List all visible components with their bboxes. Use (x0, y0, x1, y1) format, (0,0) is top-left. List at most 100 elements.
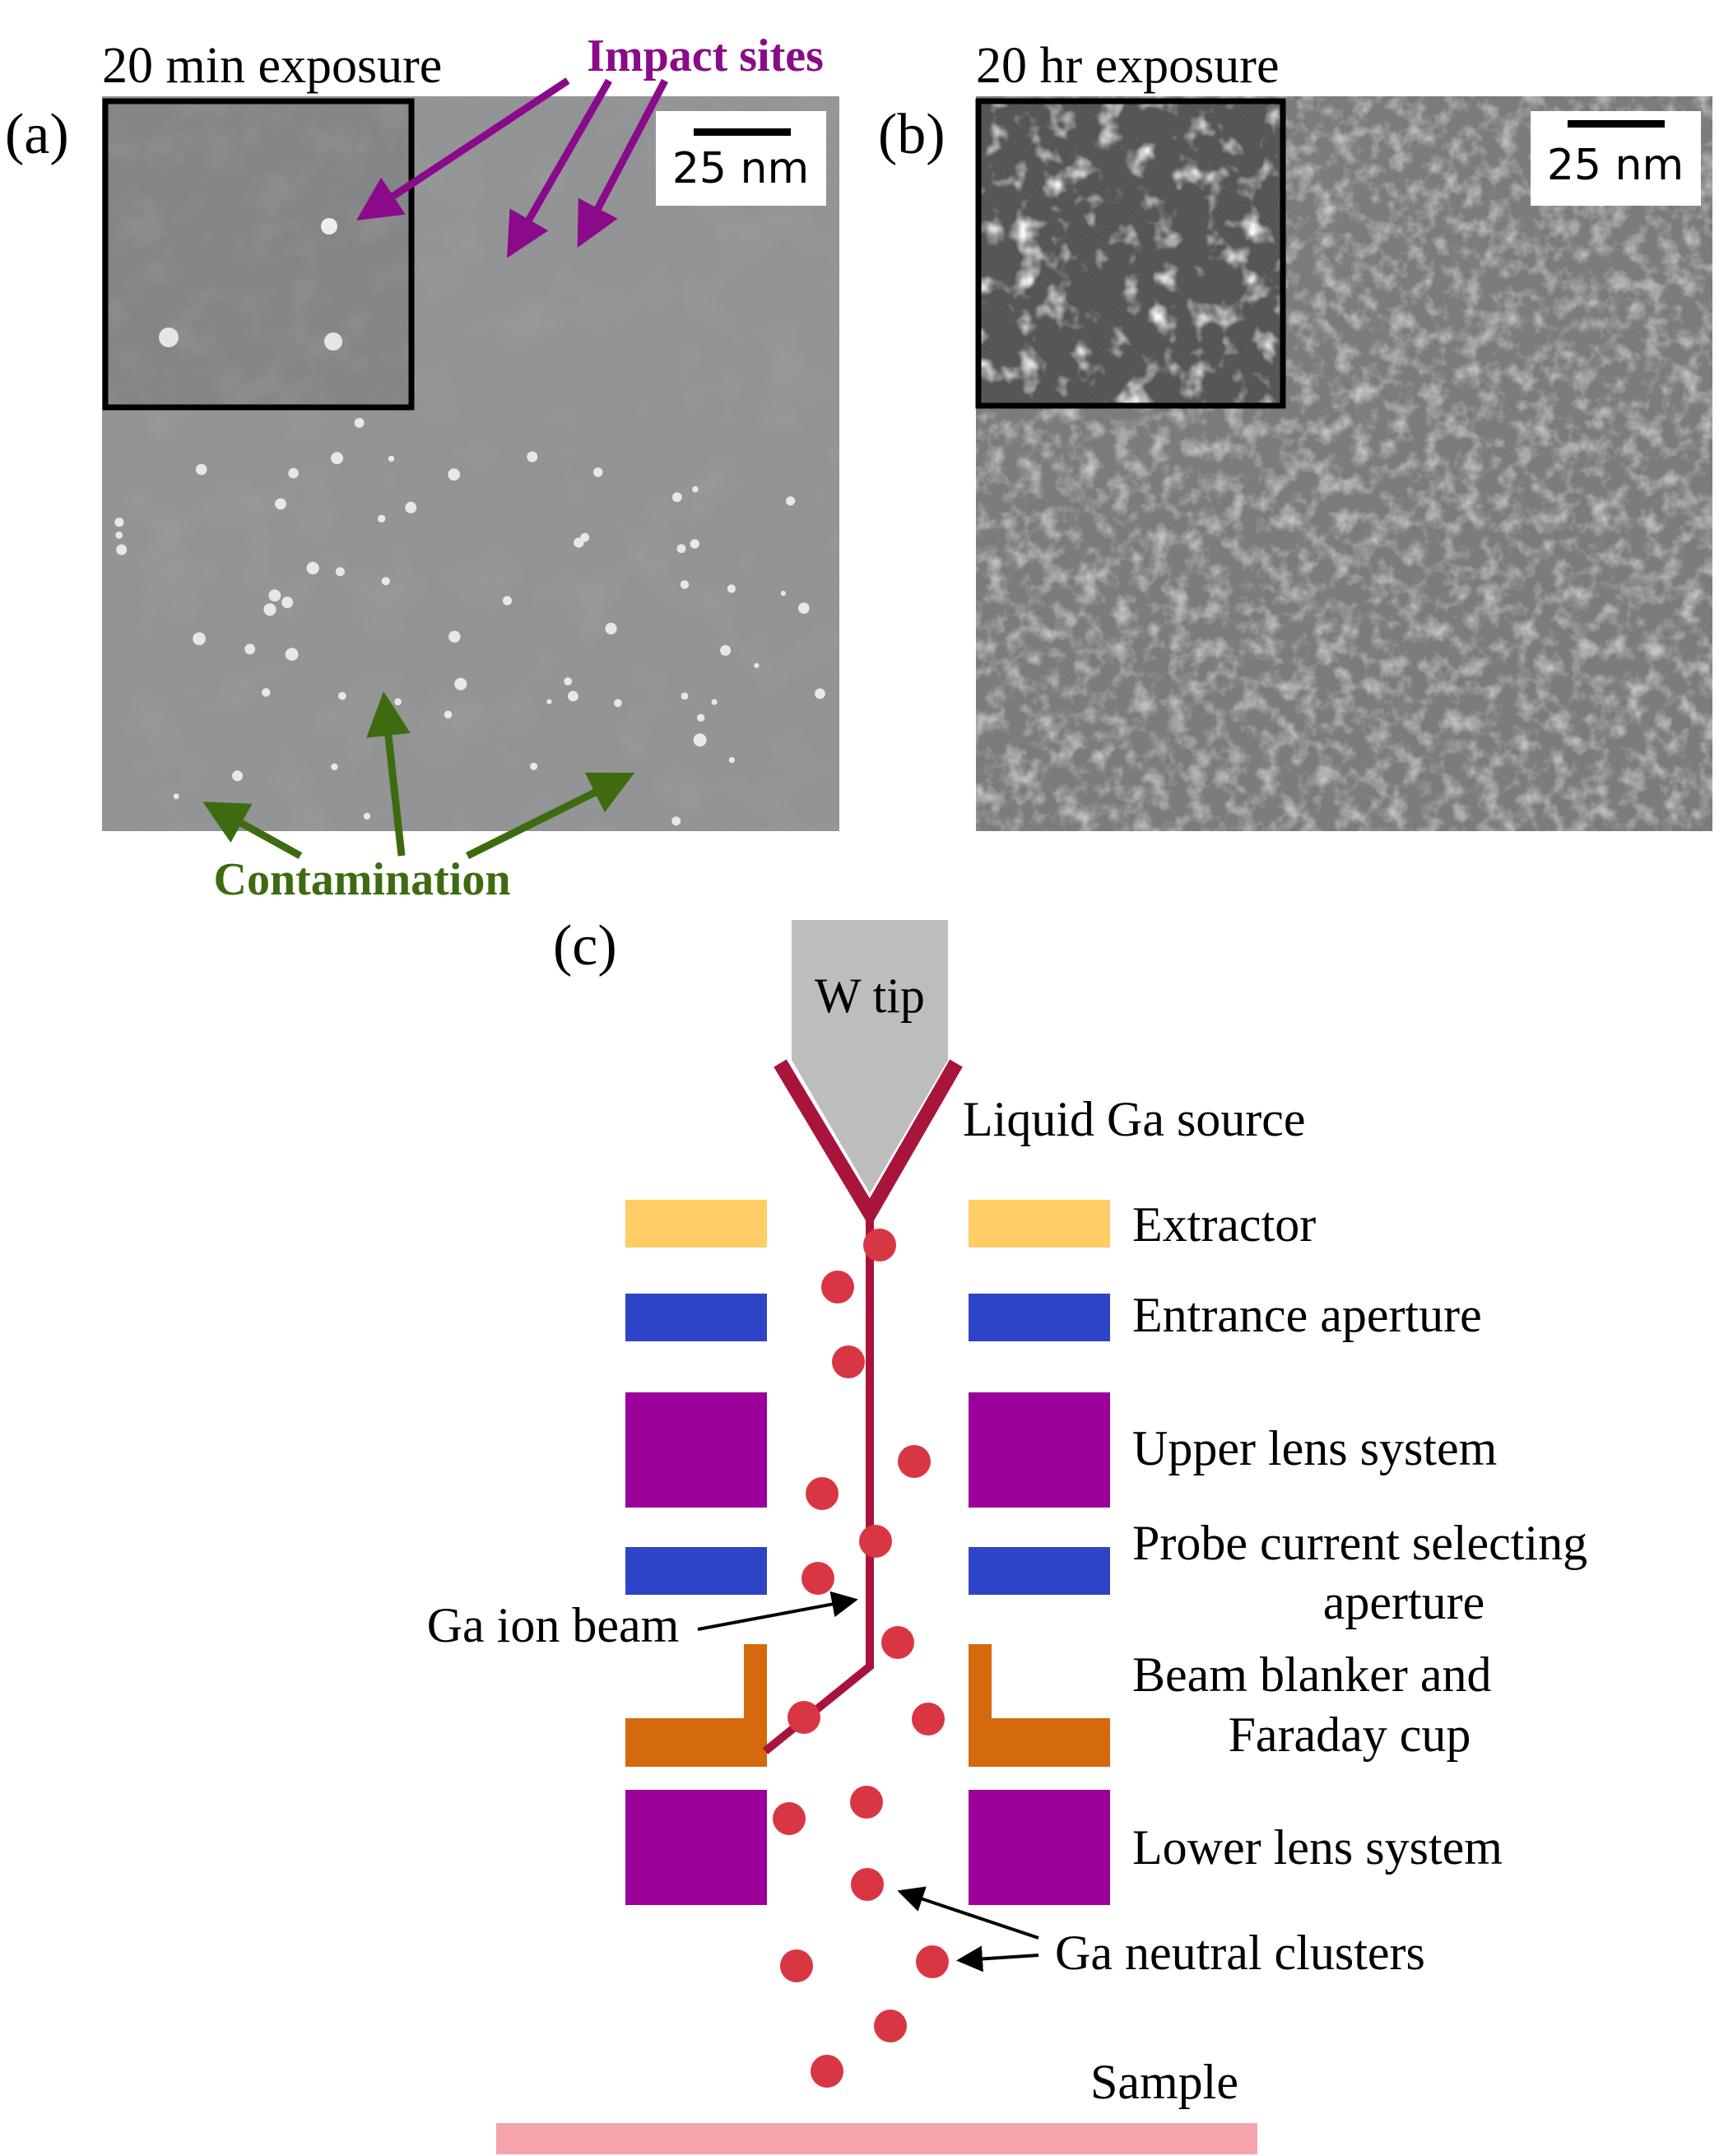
cluster (916, 1945, 949, 1978)
impact-site-speck (388, 455, 395, 462)
panel-a-title: 20 min exposure (102, 38, 442, 94)
impact-site-speck (690, 539, 699, 549)
panel-a-label: (a) (5, 103, 69, 166)
impact-site-speck (394, 698, 402, 706)
panel-b-title: 20 hr exposure (976, 38, 1279, 94)
faraday-cup-right (969, 1644, 1110, 1767)
impact-site-speck (331, 452, 343, 465)
panel-b-label: (b) (878, 103, 945, 166)
impact-site-speck (592, 467, 603, 477)
probe-aperture-left (625, 1547, 767, 1595)
entrance-aperture-right (969, 1294, 1110, 1341)
panel-b-scale-text: 25 nm (1547, 141, 1684, 190)
impact-site-speck (448, 468, 461, 481)
impact-site-speck (448, 630, 461, 643)
w-tip (792, 920, 948, 1193)
impact-site-speck (331, 763, 338, 770)
impact-site-speck (306, 561, 319, 575)
impact-site-speck (693, 733, 707, 747)
lower-lens-system: Lower lens system (625, 1790, 1503, 1905)
ga-neutral-clusters (773, 1229, 949, 2088)
impact-site-speck (728, 757, 735, 764)
cluster (898, 1445, 931, 1478)
panel-a-scale-text: 25 nm (672, 144, 809, 193)
cluster (780, 1949, 813, 1982)
probe-current-aperture: Probe current selecting aperture (625, 1516, 1587, 1629)
impact-site-speck (780, 590, 787, 597)
impact-site-speck (381, 577, 390, 586)
panel-c: (c) W tip Liquid Ga source Extractor Ent… (427, 914, 1587, 2154)
panel-a-inset (102, 98, 415, 411)
impact-site-speck (676, 544, 686, 554)
impact-arrows (355, 77, 668, 258)
probe-aperture-label-1: Probe current selecting (1132, 1516, 1587, 1570)
impact-site-speck (354, 417, 365, 428)
impact-site-speck (692, 486, 699, 493)
cluster (859, 1525, 892, 1558)
ga-neutral-clusters-label: Ga neutral clusters (1055, 1926, 1425, 1980)
cluster (811, 2055, 843, 2088)
impact-site-speck (815, 688, 825, 699)
impact-site-speck (605, 622, 617, 635)
panel-b-scale-bar: 25 nm (1531, 111, 1701, 206)
sample (496, 2123, 1257, 2154)
impact-site-speck (681, 692, 689, 700)
impact-site-speck (115, 531, 123, 539)
impact-site-speck (727, 584, 736, 593)
beam-blanker-faraday-cup: Beam blanker and Faraday cup (625, 1644, 1492, 1767)
impact-site-speck (786, 496, 796, 506)
impact-site-speck (281, 597, 294, 609)
impact-site-speck (568, 690, 578, 702)
faraday-cup-left (625, 1644, 767, 1767)
impact-site-speck (262, 688, 271, 697)
cluster (874, 2010, 907, 2042)
cluster (832, 1345, 865, 1378)
impact-site-speck (697, 713, 705, 722)
cluster (773, 1802, 806, 1835)
faraday-label-2: Faraday cup (1229, 1708, 1471, 1762)
cluster (801, 1562, 834, 1595)
impact-site-dots (114, 417, 825, 826)
contamination-label: Contamination (214, 854, 511, 905)
impact-site-speck (195, 463, 207, 476)
panel-b-inset (975, 98, 1286, 409)
impact-site-speck (378, 514, 386, 523)
panel-c-label: (c) (553, 914, 617, 978)
impact-site-speck (720, 644, 732, 656)
entrance-aperture-label: Entrance aperture (1132, 1288, 1482, 1342)
lower-lens-label: Lower lens system (1132, 1820, 1503, 1875)
cluster (851, 1868, 884, 1901)
impact-site-speck (232, 770, 243, 782)
entrance-aperture-left (625, 1294, 767, 1341)
panel-a-scale-bar: 25 nm (656, 111, 826, 206)
probe-aperture-label-2: aperture (1323, 1575, 1485, 1629)
impact-site-speck (338, 691, 346, 700)
panel-b: (b) 20 hr exposure 25 nm (878, 38, 1712, 831)
impact-site-speck (285, 648, 299, 661)
extractor-label: Extractor (1132, 1197, 1316, 1252)
panel-a: (a) 20 min exposure 25 nm Impact sites (5, 30, 839, 905)
cluster (863, 1229, 896, 1262)
impact-site-speck (798, 602, 810, 614)
cluster (788, 1701, 820, 1734)
ga-ion-beam-label: Ga ion beam (427, 1598, 680, 1652)
impact-site-speck (173, 793, 179, 800)
extractor-right (969, 1200, 1110, 1248)
impact-site-speck (335, 567, 345, 577)
clusters-arrow-2 (956, 1945, 1039, 1972)
cluster (912, 1703, 945, 1735)
contamination-arrows (202, 691, 635, 860)
upper-lens-label: Upper lens system (1132, 1421, 1497, 1475)
impact-site-speck (502, 596, 513, 606)
cluster (881, 1626, 914, 1659)
impact-site-speck (268, 589, 281, 602)
ga-ion-beam-arrow (697, 1591, 858, 1631)
impact-site-speck (244, 644, 256, 655)
lower-lens-left (625, 1790, 767, 1905)
upper-lens-system: Upper lens system (625, 1392, 1497, 1508)
impact-site-speck (564, 677, 573, 685)
impact-site-speck (614, 699, 622, 708)
impact-site-speck (114, 518, 124, 527)
impact-site-speck (671, 492, 682, 503)
impact-site-speck (580, 532, 590, 542)
